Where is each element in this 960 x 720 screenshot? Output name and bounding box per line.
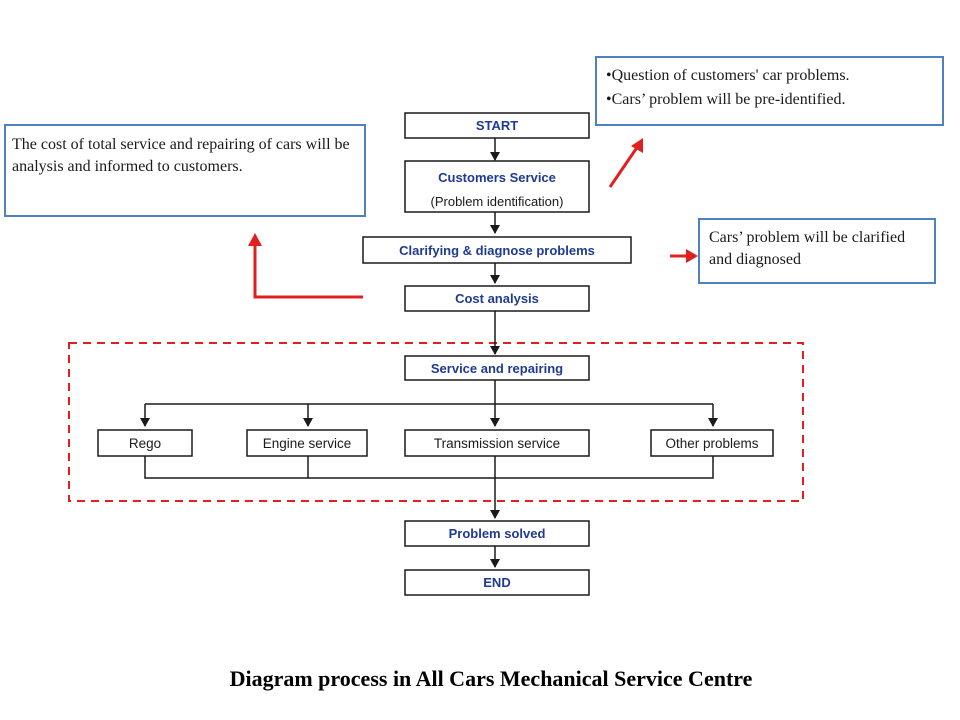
- node-transmission-service-label: Transmission service: [434, 436, 560, 451]
- node-start: START: [404, 112, 590, 139]
- red-arrow-cost: [248, 233, 363, 299]
- node-customers-service-label: Customers Service: [438, 170, 556, 185]
- node-service-repairing: Service and repairing: [404, 355, 590, 381]
- node-problem-solved-label: Problem solved: [449, 526, 546, 541]
- node-start-label: START: [476, 118, 518, 133]
- node-end-label: END: [483, 575, 510, 590]
- node-other-problems-label: Other problems: [665, 436, 758, 451]
- note-customers-list: Question of customers' car problems. Car…: [606, 65, 934, 111]
- node-end: END: [404, 569, 590, 596]
- note-customers: Question of customers' car problems. Car…: [595, 56, 944, 126]
- node-clarifying: Clarifying & diagnose problems: [362, 236, 632, 264]
- node-service-repairing-label: Service and repairing: [431, 361, 563, 376]
- node-other-problems: Other problems: [650, 429, 774, 457]
- node-customers-service: Customers Service (Problem identificatio…: [404, 160, 590, 213]
- node-rego: Rego: [97, 429, 193, 457]
- note-clarify-text: Cars’ problem will be clarified and diag…: [709, 229, 906, 268]
- node-problem-solved: Problem solved: [404, 520, 590, 547]
- node-rego-label: Rego: [129, 436, 161, 451]
- diagram-caption: Diagram process in All Cars Mechanical S…: [229, 666, 753, 691]
- node-engine-service-label: Engine service: [263, 436, 352, 451]
- red-arrow-clarify: [670, 249, 698, 263]
- node-transmission-service: Transmission service: [404, 429, 590, 457]
- note-cost: The cost of total service and repairing …: [4, 124, 366, 217]
- note-customers-line-2: Cars’ problem will be pre-identified.: [606, 89, 934, 111]
- service-group-dashed-box: [68, 342, 804, 502]
- node-clarifying-label: Clarifying & diagnose problems: [399, 243, 595, 258]
- note-customers-line-1: Question of customers' car problems.: [606, 65, 934, 87]
- flow-arrowheads: [140, 152, 718, 568]
- node-cost-analysis-label: Cost analysis: [455, 291, 539, 306]
- note-clarify: Cars’ problem will be clarified and diag…: [698, 218, 936, 284]
- node-cost-analysis: Cost analysis: [404, 285, 590, 312]
- node-engine-service: Engine service: [246, 429, 368, 457]
- red-arrow-customers: [608, 138, 643, 188]
- note-cost-text: The cost of total service and repairing …: [12, 136, 350, 175]
- node-customers-service-sub: (Problem identification): [431, 194, 564, 209]
